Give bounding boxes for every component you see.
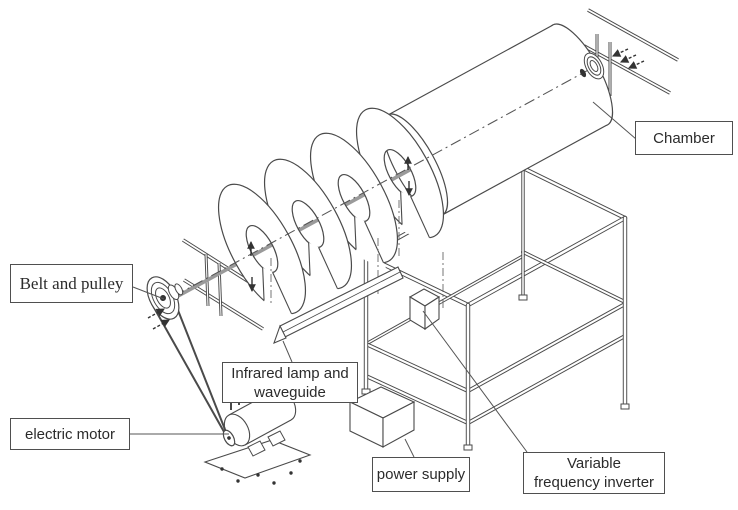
label-infrared-line2: waveguide [254,383,326,401]
label-inverter-line1: Variable [567,455,621,472]
power-supply-box [348,386,416,448]
screw-flight [263,158,353,297]
label-electric-motor-text: electric motor [24,425,116,443]
label-variable-frequency-inverter: Variable frequency inverter [523,452,665,494]
label-belt-and-pulley: Belt and pulley [10,264,133,303]
label-infrared-line1: Infrared lamp and [231,364,349,382]
label-inverter-line2: frequency inverter [533,474,655,491]
label-power-supply: power supply [372,457,470,492]
label-infrared-lamp-waveguide: Infrared lamp and waveguide [222,362,358,403]
assembly-arrows-left [147,308,170,330]
shaft-bearing-hub [579,52,605,80]
label-power-supply-text: power supply [376,466,466,483]
adjustment-arrows [247,155,413,293]
label-chamber: Chamber [635,121,733,155]
bearing-support-right [583,8,679,96]
support-frame [361,165,630,451]
vfd-box [408,288,441,331]
belt [151,289,233,447]
leader-lines [130,101,637,458]
assembly-arrows-right [611,48,645,69]
drive-pulley [146,276,184,320]
label-chamber-text: Chamber [653,129,715,147]
base-plate-bolts [220,459,302,485]
label-electric-motor: electric motor [10,418,130,450]
screw-conveyor [217,107,445,322]
label-belt-and-pulley-text: Belt and pulley [19,274,124,293]
waveguide-bar [273,266,404,344]
